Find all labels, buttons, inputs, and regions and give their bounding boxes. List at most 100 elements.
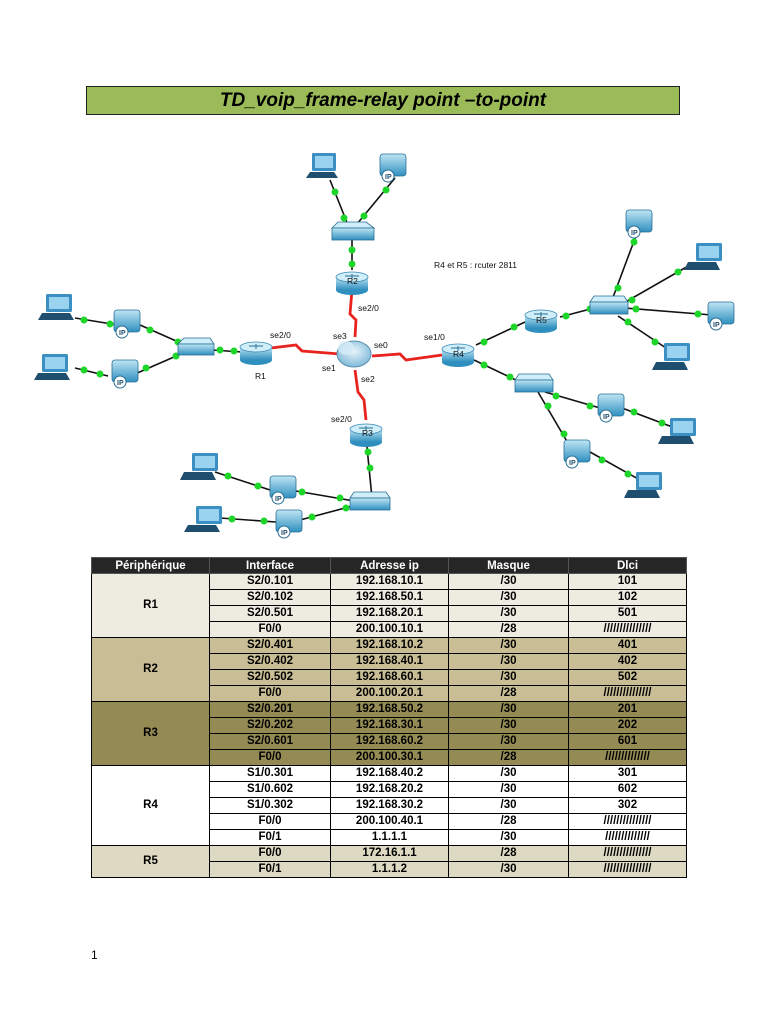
interface-cell: F0/1 <box>209 829 331 846</box>
dlci-cell: 102 <box>568 589 687 606</box>
config-table: Périphérique Interface Adresse ip Masque… <box>91 557 687 878</box>
ip-phone-icon: IP <box>379 153 407 183</box>
cloud-se1-label: se1 <box>322 363 336 373</box>
dlci-cell: /////////////// <box>568 861 687 878</box>
switch-r5-icon <box>589 295 629 315</box>
switches <box>177 221 629 511</box>
laptop-icon <box>306 153 338 178</box>
table-row: F0/0 200.100.30.1 /28 ////////////// <box>92 749 687 766</box>
interface-cell: S2/0.502 <box>209 669 331 686</box>
ip-cell: 200.100.40.1 <box>330 813 449 830</box>
ip-cell: 200.100.20.1 <box>330 685 449 702</box>
ip-phone-icon: IP <box>563 439 591 469</box>
router-r3-label: R3 <box>362 428 373 438</box>
table-row: R2 S2/0.401 192.168.10.2 /30 401 <box>91 637 687 702</box>
dlci-cell: 602 <box>568 781 687 798</box>
mask-cell: /28 <box>448 749 569 766</box>
mask-cell: /30 <box>448 797 569 814</box>
switch-r1-icon <box>177 337 215 356</box>
ip-phone-icon: IP <box>597 393 625 423</box>
dlci-cell: 601 <box>568 733 687 750</box>
ip-cell: 192.168.50.2 <box>330 701 449 718</box>
interface-cell: S2/0.401 <box>209 637 331 654</box>
ip-cell: 192.168.60.2 <box>330 733 449 750</box>
ip-cell: 200.100.30.1 <box>330 749 449 766</box>
laptop-icon <box>184 506 222 532</box>
ip-cell: 192.168.40.2 <box>330 765 449 782</box>
ip-phone-icon: IP <box>707 301 735 331</box>
mask-cell: /30 <box>448 765 569 782</box>
dlci-cell: /////////////// <box>568 813 687 830</box>
svg-text:IP: IP <box>119 330 126 337</box>
table-row: S1/0.302 192.168.30.2 /30 302 <box>92 797 687 814</box>
router-r2 <box>335 271 369 295</box>
mask-cell: /30 <box>448 781 569 798</box>
col-header-device: Périphérique <box>91 557 210 574</box>
switch-r4-icon <box>514 373 554 393</box>
table-row: S2/0.502 192.168.60.1 /30 502 <box>92 669 687 686</box>
device-cell: R1 <box>91 573 210 638</box>
col-header-ip: Adresse ip <box>330 557 449 574</box>
ip-phone-icon: IP <box>275 509 303 539</box>
group-r1: R1 S2/0.101 192.168.10.1 /30 101 S2/0.10… <box>91 573 687 638</box>
ip-cell: 192.168.10.1 <box>330 573 449 590</box>
dlci-cell: 302 <box>568 797 687 814</box>
table-row: F0/0 200.100.20.1 /28 /////////////// <box>92 685 687 702</box>
mask-cell: /30 <box>448 669 569 686</box>
cloud-se3-label: se3 <box>333 331 347 341</box>
ip-cell: 192.168.20.1 <box>330 605 449 622</box>
laptop-icon <box>658 418 696 444</box>
table-row: S2/0.102 192.168.50.1 /30 102 <box>92 589 687 606</box>
ip-cell: 200.100.10.1 <box>330 621 449 638</box>
serial-links <box>270 289 443 421</box>
title-banner: TD_voip_frame-relay point –to-point <box>86 86 680 115</box>
interface-cell: F0/0 <box>209 749 331 766</box>
table-row: F0/1 1.1.1.1 /30 ////////////// <box>92 829 687 846</box>
ip-cell: 192.168.20.2 <box>330 781 449 798</box>
table-row: R1 S2/0.101 192.168.10.1 /30 101 <box>91 573 687 638</box>
table-header-row: Périphérique Interface Adresse ip Masque… <box>91 557 687 574</box>
r2-interface-label: se2/0 <box>358 303 379 313</box>
ip-phone-icon: IP <box>113 309 141 339</box>
interface-cell: F0/0 <box>209 685 331 702</box>
group-r3: R3 S2/0.201 192.168.50.2 /30 201 S2/0.20… <box>91 701 687 766</box>
r1-interface-label: se2/0 <box>270 330 291 340</box>
ip-phone-icon: IP <box>625 209 653 239</box>
dlci-cell: 401 <box>568 637 687 654</box>
svg-text:IP: IP <box>631 230 638 237</box>
svg-text:IP: IP <box>713 322 720 329</box>
r3-interface-label: se2/0 <box>331 414 352 424</box>
dlci-cell: /////////////// <box>568 685 687 702</box>
interface-cell: S1/0.302 <box>209 797 331 814</box>
router-r1 <box>239 341 273 365</box>
mask-cell: /30 <box>448 733 569 750</box>
router-r5-label: R5 <box>536 315 547 325</box>
interface-cell: S2/0.101 <box>209 573 331 590</box>
ip-phone-icon: IP <box>269 475 297 505</box>
document-title: TD_voip_frame-relay point –to-point <box>219 89 547 111</box>
laptop-icon <box>180 453 218 480</box>
interface-cell: S1/0.602 <box>209 781 331 798</box>
interface-cell: S2/0.201 <box>209 701 331 718</box>
ip-cell: 192.168.30.1 <box>330 717 449 734</box>
device-cell: R3 <box>91 701 210 766</box>
dlci-cell: /////////////// <box>568 845 687 862</box>
dlci-cell: ////////////// <box>568 749 687 766</box>
mask-cell: /30 <box>448 653 569 670</box>
cloud-se2-label: se2 <box>361 374 375 384</box>
table-row: R3 S2/0.201 192.168.50.2 /30 201 <box>91 701 687 766</box>
laptop-icon <box>34 354 70 380</box>
interface-cell: S2/0.102 <box>209 589 331 606</box>
mask-cell: /28 <box>448 621 569 638</box>
interface-cell: S2/0.402 <box>209 653 331 670</box>
router-r5 <box>524 309 558 333</box>
dlci-cell: 402 <box>568 653 687 670</box>
router-r2-label: R2 <box>347 276 358 286</box>
col-header-mask: Masque <box>448 557 569 574</box>
svg-text:IP: IP <box>385 174 392 181</box>
table-row: F0/1 1.1.1.2 /30 /////////////// <box>92 861 687 878</box>
dlci-cell: /////////////// <box>568 621 687 638</box>
cloud-se0-label: se0 <box>374 340 388 350</box>
dlci-cell: 501 <box>568 605 687 622</box>
table-row: S2/0.202 192.168.30.1 /30 202 <box>92 717 687 734</box>
